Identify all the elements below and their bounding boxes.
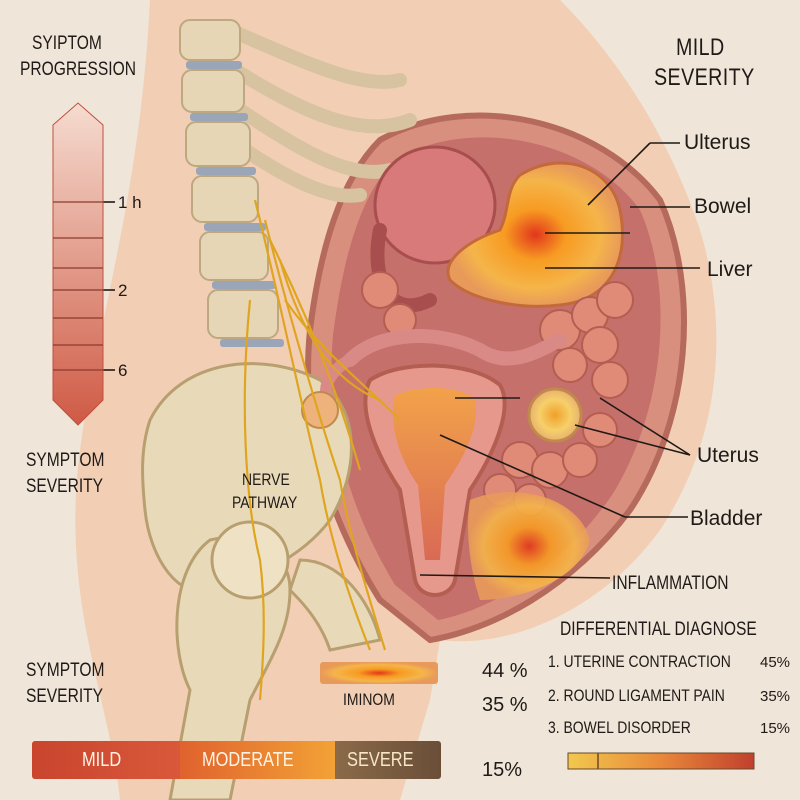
- differential-item-1-label: 1. UTERINE CONTRACTION: [548, 652, 731, 671]
- nerve-pathway-line2: PATHWAY: [232, 493, 298, 512]
- severity-moderate-label: MODERATE: [201, 748, 294, 771]
- spine: [179, 19, 284, 347]
- progression-tick-1h: 1 h: [118, 193, 142, 212]
- rib-cage: [223, 23, 417, 203]
- symptom-severity-b-line1: SYMPTOM: [26, 660, 105, 681]
- severity-mild-label: MILD: [82, 748, 122, 771]
- percent-15: 15%: [482, 759, 523, 781]
- nerve-pathway: [243, 199, 401, 701]
- mini-gradient-bar: [320, 662, 438, 684]
- inflamed-organ-top: [446, 161, 624, 308]
- label-uterus: Uterus: [697, 444, 759, 467]
- differential-title: DIFFERENTIAL DIAGNOSE: [560, 619, 757, 640]
- percent-35: 35 %: [482, 694, 528, 716]
- severity-moderate-segment: MODERATE: [180, 741, 335, 779]
- symptom-severity-a-line1: SYMPTOM: [26, 450, 105, 471]
- stomach: [373, 145, 497, 265]
- differential-item-3-label: 3. BOWEL DISORDER: [548, 718, 691, 737]
- progression-title-line2: PROGRESSION: [20, 59, 137, 80]
- ovary: [527, 387, 583, 443]
- severity-severe-segment: SEVERE: [335, 741, 441, 779]
- label-bowel: Bowel: [694, 195, 752, 218]
- differential-bar: [567, 752, 755, 770]
- severity-mild-segment: MILD: [32, 741, 180, 779]
- progression-tick-2: 2: [118, 281, 128, 300]
- differential-item-2-value: 35%: [760, 688, 791, 705]
- label-liver: Liver: [707, 258, 753, 281]
- leader-lines: [100, 142, 700, 579]
- label-bladder: Bladder: [690, 507, 763, 530]
- mini-bar-label: IMINOM: [343, 690, 395, 709]
- progression-tick-6: 6: [118, 361, 128, 380]
- progression-title-line1: SYIPTOM: [32, 33, 102, 54]
- fallopian-tubes: [343, 329, 567, 367]
- percent-44: 44 %: [482, 660, 528, 682]
- symptom-severity-b-line2: SEVERITY: [26, 686, 104, 707]
- nerve-pathway-line1: NERVE: [242, 470, 290, 489]
- severity-severe-label: SEVERE: [347, 748, 414, 771]
- differential-item-2-label: 2. ROUND LIGAMENT PAIN: [548, 686, 725, 705]
- intestines: [361, 271, 634, 517]
- differential-item-3-value: 15%: [760, 720, 791, 737]
- label-ulterus: Ulterus: [684, 131, 751, 154]
- mild-severity-line2: SEVERITY: [654, 64, 755, 91]
- mild-severity-line1: MILD: [676, 34, 725, 61]
- label-inflammation: INFLAMMATION: [612, 573, 729, 594]
- progression-scale: [52, 102, 104, 426]
- symptom-severity-a-line2: SEVERITY: [26, 476, 104, 497]
- femur-head: [210, 520, 290, 600]
- differential-item-1-value: 45%: [760, 654, 791, 671]
